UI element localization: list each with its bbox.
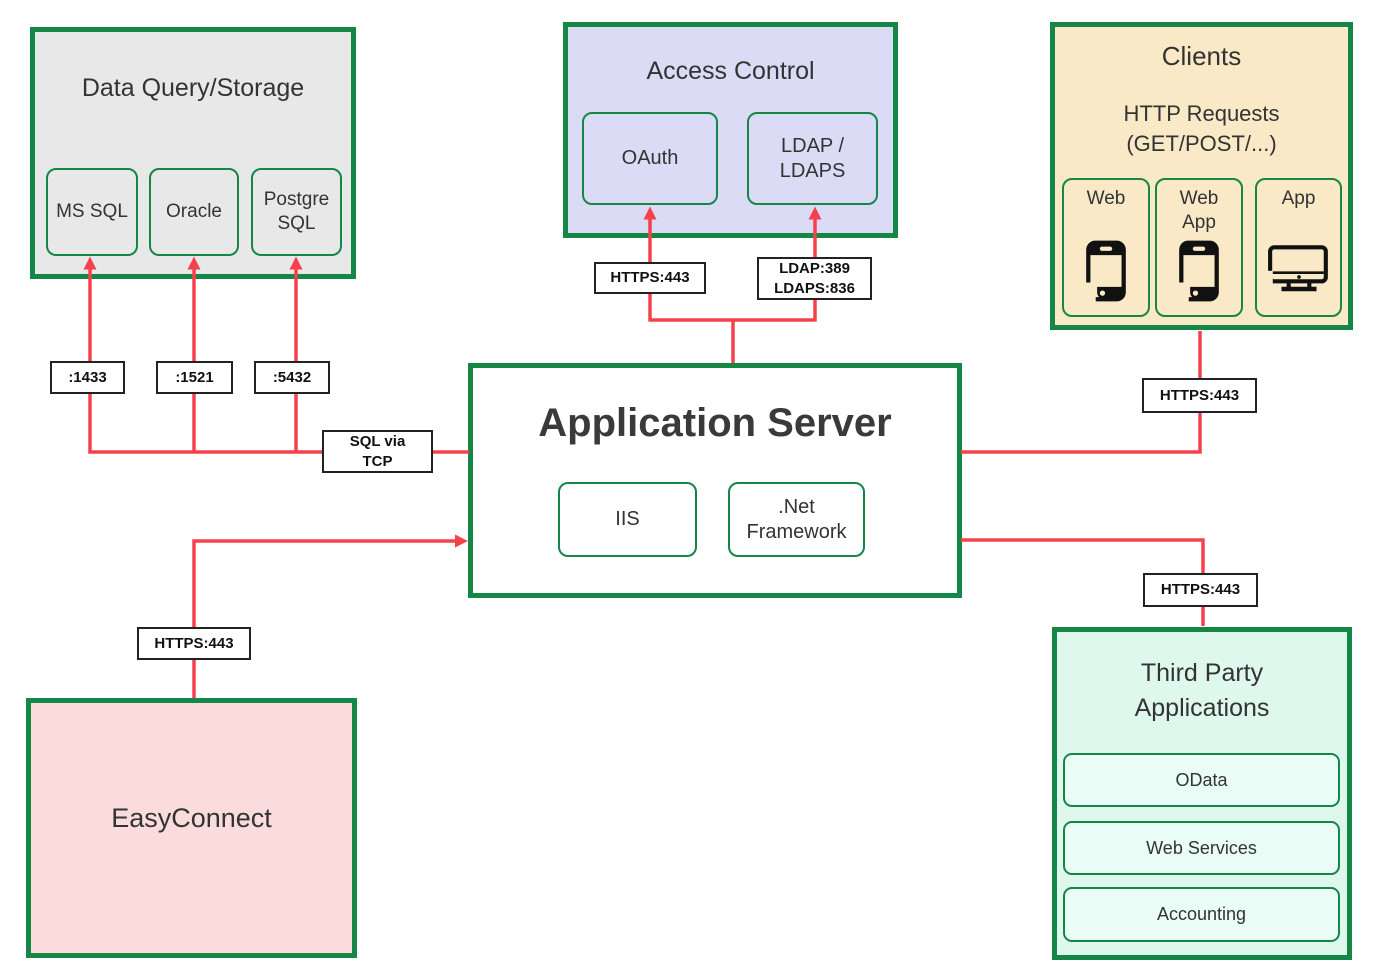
desktop-icon	[1266, 243, 1332, 297]
https-label-third-party: HTTPS:443	[1143, 573, 1258, 607]
port-label-oracle: :1521	[156, 361, 233, 394]
mssql-label: MS SQL	[56, 201, 128, 223]
port-label-mssql: :1433	[50, 361, 125, 394]
application-server-box: Application Server IIS .Net Framework	[468, 363, 962, 598]
third-party-applications-title: Third Party Applications	[1134, 659, 1270, 722]
third-party-applications-box: Third Party Applications OData Web Servi…	[1052, 627, 1352, 960]
iis-node: IIS	[558, 482, 697, 557]
application-server-title: Application Server	[538, 401, 892, 445]
postgresql-node: Postgre SQL	[251, 168, 342, 256]
smartphone-icon	[1083, 239, 1129, 303]
client-web-label: Web	[1086, 188, 1126, 209]
easyconnect-box: EasyConnect	[26, 698, 357, 958]
postgresql-label: Postgre SQL	[263, 189, 330, 234]
oauth-node: OAuth	[582, 112, 718, 205]
https-label-access-control: HTTPS:443	[594, 262, 706, 294]
https-label-clients: HTTPS:443	[1142, 378, 1257, 413]
ldap-ports-label: LDAP:389 LDAPS:836	[757, 257, 872, 300]
client-webapp-node: Web App	[1155, 178, 1243, 317]
iis-label: IIS	[615, 508, 640, 530]
oauth-label: OAuth	[621, 147, 679, 169]
ldap-node: LDAP / LDAPS	[747, 112, 878, 205]
accounting-node: Accounting	[1063, 887, 1340, 942]
odata-node: OData	[1063, 753, 1340, 807]
connector-sql-bus	[88, 268, 469, 454]
oracle-label: Oracle	[166, 201, 222, 223]
connection-appserver-databases	[83, 256, 469, 454]
https-label-easyconnect: HTTPS:443	[137, 627, 251, 660]
data-query-storage-title: Data Query/Storage	[81, 74, 305, 102]
access-control-title: Access Control	[646, 57, 815, 85]
data-query-storage-box: Data Query/Storage MS SQL Oracle Postgre…	[30, 27, 356, 279]
arrowhead-appserver	[455, 534, 468, 548]
clients-box: Clients HTTP Requests (GET/POST/...) Web…	[1050, 22, 1353, 330]
client-webapp-label: Web App	[1179, 188, 1219, 233]
clients-subtitle: HTTP Requests (GET/POST/...)	[1123, 101, 1280, 156]
client-app-label: App	[1281, 188, 1316, 209]
connector-easyconnect	[192, 539, 456, 698]
mssql-node: MS SQL	[46, 168, 138, 256]
dotnet-framework-node: .Net Framework	[728, 482, 865, 557]
odata-label: OData	[1175, 769, 1228, 790]
access-control-box: Access Control OAuth LDAP / LDAPS	[563, 22, 898, 238]
accounting-label: Accounting	[1156, 904, 1247, 925]
client-app-node: App	[1255, 178, 1342, 317]
ldap-label: LDAP / LDAPS	[779, 134, 846, 182]
clients-title: Clients	[1161, 41, 1242, 71]
oracle-node: Oracle	[149, 168, 239, 256]
connection-easyconnect-appserver	[192, 534, 468, 698]
web-services-label: Web Services	[1146, 837, 1257, 858]
client-web-node: Web	[1062, 178, 1150, 317]
dotnet-framework-label: .Net Framework	[746, 495, 847, 543]
sql-via-tcp-label: SQL via TCP	[322, 430, 433, 473]
easyconnect-title: EasyConnect	[111, 803, 272, 833]
port-label-postgresql: :5432	[254, 361, 330, 394]
smartphone-icon	[1176, 239, 1222, 303]
web-services-node: Web Services	[1063, 821, 1340, 875]
